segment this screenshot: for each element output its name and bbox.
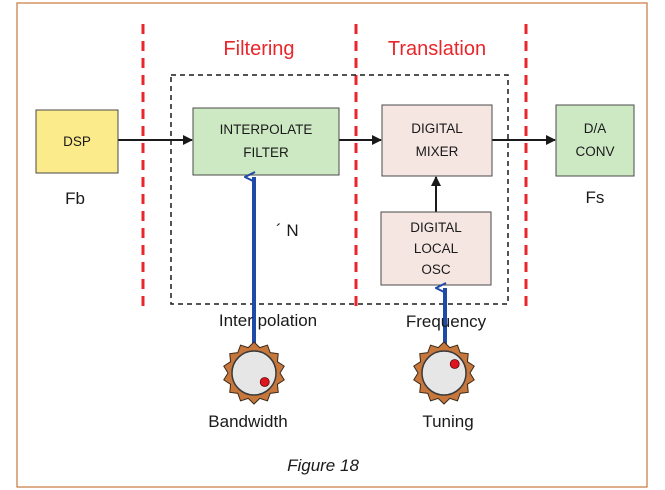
zone-title-translation: Translation [388, 38, 486, 60]
mixer-label-line1: DIGITAL [411, 121, 463, 136]
dsp-block: DSP [35, 109, 119, 174]
figure-frame [16, 2, 648, 488]
figure-caption: Figure 18 [287, 456, 359, 475]
tuning-knob[interactable] [413, 341, 475, 405]
fb-label: Fb [65, 189, 85, 208]
dsp-block-label: DSP [63, 134, 91, 149]
fs-label: Fs [586, 188, 605, 207]
bandwidth-label: Bandwidth [208, 412, 287, 431]
times-n-label: ´ N [276, 221, 299, 240]
interpolation-label: Inter polation [219, 311, 317, 330]
interpolate-filter-block: INTERPOLATE FILTER [192, 107, 340, 176]
mixer-label-line2: MIXER [416, 144, 459, 159]
da-label-line2: CONV [575, 144, 614, 159]
zone-title-filtering: Filtering [223, 38, 294, 60]
frequency-label: Frequency [406, 312, 487, 331]
processing-enclosure [170, 74, 509, 305]
da-converter-block: D/A CONV [555, 104, 635, 177]
digital-mixer-block: DIGITAL MIXER [381, 104, 493, 177]
knob-body [421, 350, 467, 396]
osc-label-line3: OSC [421, 262, 451, 277]
filter-label-line1: INTERPOLATE [220, 122, 313, 137]
osc-label-line2: LOCAL [414, 241, 459, 256]
filter-label-line2: FILTER [243, 145, 289, 160]
bandwidth-knob[interactable] [223, 341, 285, 405]
knob-indicator-dot [259, 377, 270, 387]
local-oscillator-block: DIGITAL LOCAL OSC [380, 211, 492, 286]
tuning-label: Tuning [422, 412, 473, 431]
knob-indicator-dot [449, 359, 460, 369]
osc-label-line1: DIGITAL [410, 220, 462, 235]
da-label-line1: D/A [584, 121, 607, 136]
knob-body [231, 350, 277, 396]
